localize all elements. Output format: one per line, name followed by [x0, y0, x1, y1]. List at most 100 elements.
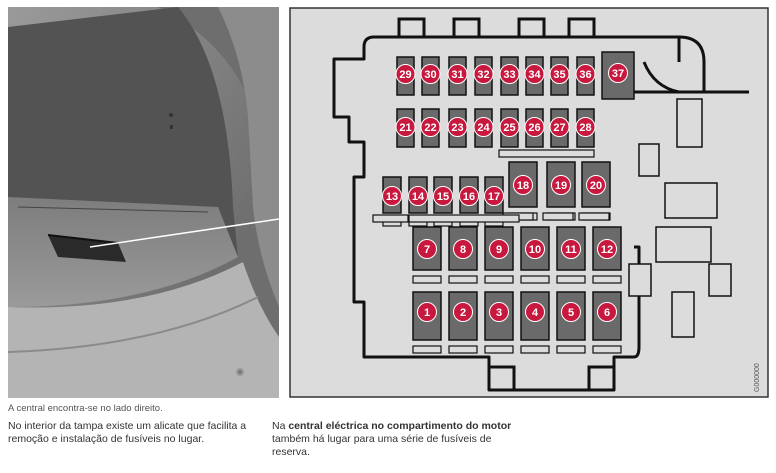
fuse-badge: [433, 186, 453, 206]
fuse-badge: [484, 186, 504, 206]
fuse-badge: [499, 117, 520, 137]
fuse-badge: [561, 302, 581, 322]
right-text-suffix: também há lugar para uma série de fusíve…: [272, 433, 492, 458]
fuse-badge: [551, 175, 571, 195]
fuse-36: 36: [575, 56, 596, 96]
fuse-7: 7: [412, 226, 442, 284]
fuse-22: 22: [420, 108, 441, 148]
fuse-badge: [549, 117, 570, 137]
fuse-badge: [382, 186, 402, 206]
fuse-number: 26: [528, 122, 540, 134]
fuse-30: 30: [420, 56, 441, 96]
fuse-badge: [408, 186, 428, 206]
reserve-slot: [372, 214, 409, 223]
fuse-badge: [420, 64, 441, 84]
fuse-badge: [395, 64, 416, 84]
fuse-slot: [556, 345, 586, 354]
fuse-number: 36: [579, 69, 591, 81]
fuse-number: 25: [503, 122, 515, 134]
fuse-slot: [520, 275, 550, 284]
fuse-badge: [473, 64, 494, 84]
fuse-number: 20: [590, 180, 602, 192]
fuse-slot: [556, 275, 586, 284]
fuse-slot: [448, 345, 478, 354]
fuse-number: 4: [532, 307, 539, 319]
fuse-number: 8: [460, 244, 466, 256]
fuse-badge: [417, 239, 437, 259]
fuse-number: 21: [399, 122, 411, 134]
fuse-slot: [592, 345, 622, 354]
fuse-badge: [524, 117, 545, 137]
fuse-number: 35: [553, 69, 565, 81]
fuse-slot: [412, 345, 442, 354]
trunk-illustration: [8, 7, 279, 398]
fuse-32: 32: [473, 56, 494, 96]
fuse-34: 34: [524, 56, 545, 96]
fuse-slot: [448, 275, 478, 284]
right-text-prefix: Na: [272, 420, 289, 432]
fuse-number: 10: [529, 244, 541, 256]
fuse-badge: [513, 175, 533, 195]
fuse-number: 11: [565, 244, 577, 256]
fuse-badge: [597, 302, 617, 322]
fuse-28: 28: [575, 108, 596, 148]
fuse-number: 18: [517, 180, 529, 192]
fuse-slot: [592, 275, 622, 284]
fuse-badge: [525, 239, 545, 259]
fuse-number: 2: [460, 307, 466, 319]
fuse-badge: [447, 117, 468, 137]
fuse-badge: [575, 117, 596, 137]
fuse-number: 19: [555, 180, 567, 192]
diagram-code: G000000: [754, 363, 761, 392]
fuse-badge: [453, 302, 473, 322]
fuse-15: 15: [433, 176, 453, 227]
fuse-body: [556, 291, 586, 341]
fuse-number: 37: [612, 68, 624, 80]
fuse-29: 29: [395, 56, 416, 96]
fuse-number: 27: [553, 122, 565, 134]
reserve-slot: [542, 212, 574, 221]
fuse-9: 9: [484, 226, 514, 284]
fuse-number: 34: [528, 69, 541, 81]
fuse-21: 21: [395, 108, 416, 148]
fuse-1: 1: [412, 291, 442, 354]
fuse-number: 16: [463, 191, 475, 203]
fuse-26: 26: [524, 108, 545, 148]
fuse-badge: [453, 239, 473, 259]
fuse-slot: [412, 275, 442, 284]
fuse-number: 24: [477, 122, 490, 134]
fuse-badge: [575, 64, 596, 84]
fuse-12: 12: [592, 226, 622, 284]
fuse-slot: [484, 275, 514, 284]
fuse-badge: [420, 117, 441, 137]
body-text-right: Na central eléctrica no compartimento do…: [272, 420, 522, 459]
fuse-badge: [608, 63, 628, 83]
fuse-badge: [549, 64, 570, 84]
fuse-2: 2: [448, 291, 478, 354]
fuse-31: 31: [447, 56, 468, 96]
fuse-badge: [525, 302, 545, 322]
fuse-number: 13: [386, 191, 398, 203]
fuse-badge: [499, 64, 520, 84]
fuse-badge: [417, 302, 437, 322]
fuse-number: 6: [604, 307, 610, 319]
trunk-photo: [8, 7, 279, 398]
fuse-badge: [447, 64, 468, 84]
fuse-number: 1: [424, 307, 430, 319]
fuse-number: 33: [503, 69, 515, 81]
fuse-number: 30: [424, 69, 436, 81]
fuse-number: 5: [568, 307, 574, 319]
fuse-badge: [586, 175, 606, 195]
fuse-number: 15: [437, 191, 449, 203]
fuse-4: 4: [520, 291, 550, 354]
fuse-27: 27: [549, 108, 570, 148]
fuse-35: 35: [549, 56, 570, 96]
fuse-33: 33: [499, 56, 520, 96]
photo-caption: A central encontra-se no lado direito.: [8, 403, 163, 414]
body-text-left: No interior da tampa existe um alicate q…: [8, 420, 247, 445]
fuse-badge: [395, 117, 416, 137]
fuse-number: 32: [477, 69, 489, 81]
fuse-number: 28: [579, 122, 591, 134]
